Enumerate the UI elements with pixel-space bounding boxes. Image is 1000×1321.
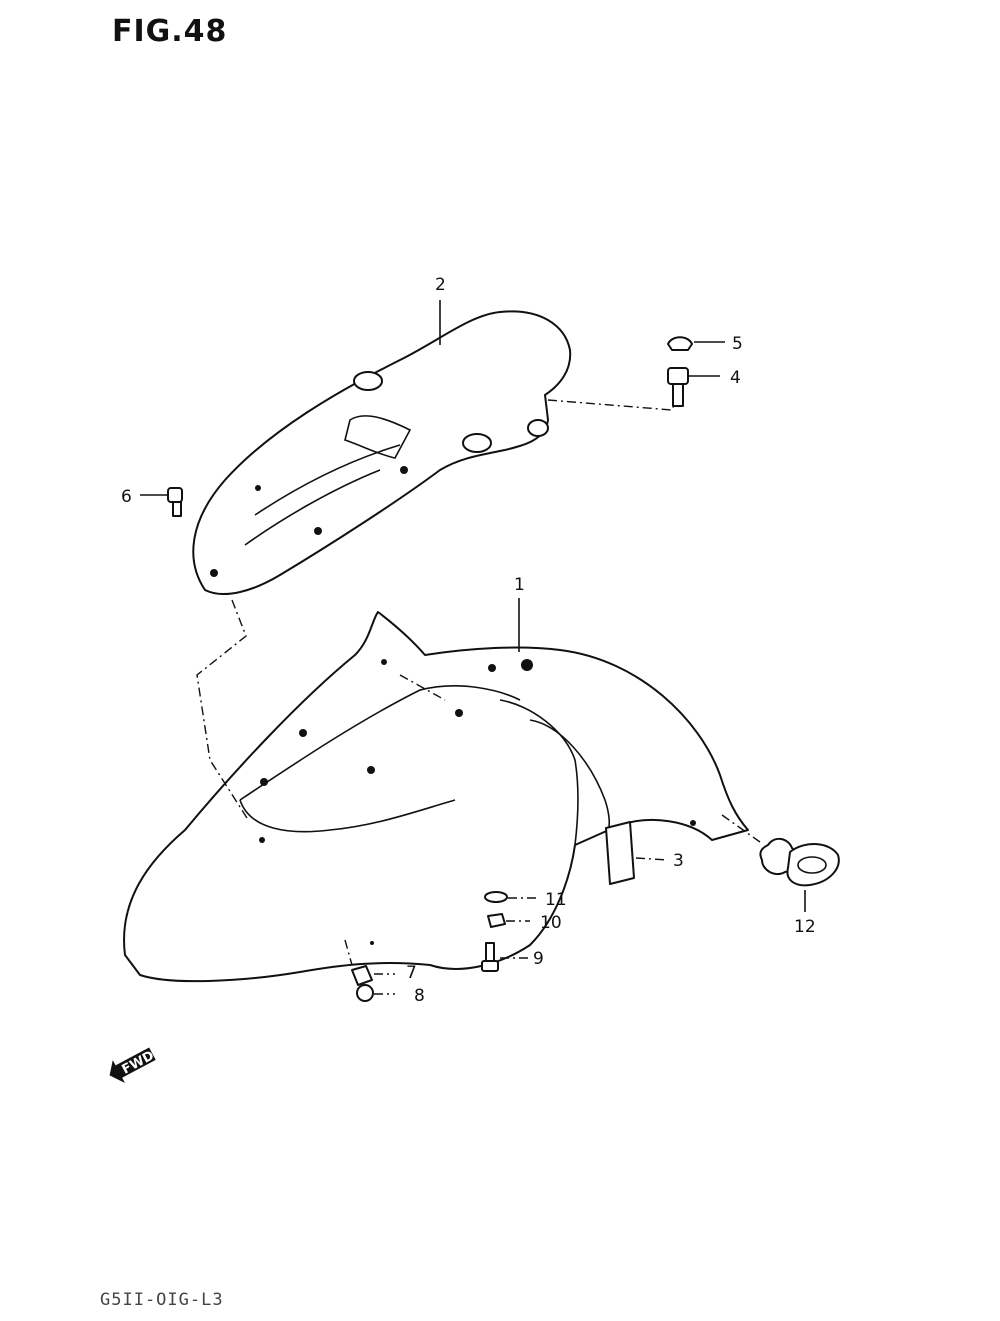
part-3-reflector bbox=[605, 821, 669, 885]
figure-title: FIG.48 bbox=[112, 14, 228, 49]
part-10-nut bbox=[487, 913, 530, 928]
part-11-washer bbox=[484, 891, 536, 903]
callout-2: 2 bbox=[435, 275, 446, 295]
part-8-washer bbox=[356, 984, 395, 1002]
callout-5: 5 bbox=[732, 334, 743, 354]
part-2-fender-brace bbox=[192, 310, 572, 596]
callout-7: 7 bbox=[406, 963, 417, 983]
part-12-grommet bbox=[759, 837, 840, 912]
part-9-bolt bbox=[481, 942, 528, 972]
footer-code: G5II-OIG-L3 bbox=[100, 1290, 224, 1310]
fwd-arrow-icon: FWD bbox=[109, 1047, 157, 1084]
part-4-bolt bbox=[667, 367, 720, 407]
callout-1: 1 bbox=[514, 575, 525, 595]
part-5-cap bbox=[667, 336, 725, 351]
callout-12: 12 bbox=[794, 917, 816, 937]
callout-9: 9 bbox=[533, 949, 544, 969]
callout-4: 4 bbox=[730, 368, 741, 388]
fwd-label: FWD bbox=[120, 1048, 157, 1077]
callout-6: 6 bbox=[121, 487, 132, 507]
part-7-nut bbox=[351, 965, 395, 986]
callout-11: 11 bbox=[545, 890, 567, 910]
callout-10: 10 bbox=[540, 913, 562, 933]
assembly-lines bbox=[196, 300, 761, 966]
part-6-screw bbox=[140, 487, 183, 517]
callout-8: 8 bbox=[414, 986, 425, 1006]
callout-3: 3 bbox=[673, 851, 684, 871]
part-1-front-fender bbox=[123, 611, 749, 983]
